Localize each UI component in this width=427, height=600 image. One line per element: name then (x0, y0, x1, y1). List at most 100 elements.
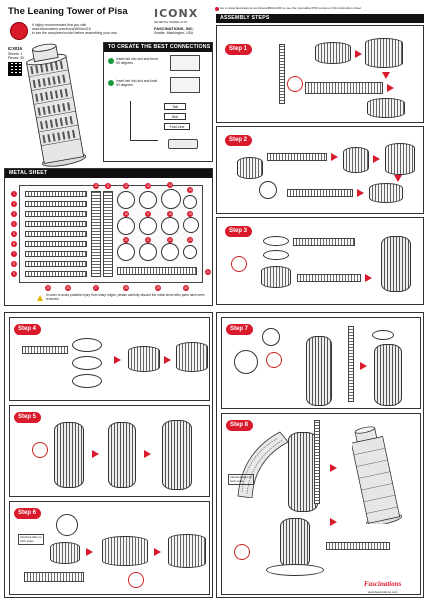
sheet-part (25, 251, 87, 257)
sheet-part (25, 271, 87, 277)
step3-tower (381, 236, 411, 292)
sheet-part (25, 211, 87, 217)
step6-detail (128, 572, 144, 588)
sheet-part (25, 201, 87, 207)
sheet-ring (161, 189, 181, 209)
part-number: 3 (11, 211, 17, 217)
step5-badge: Step 5 (14, 412, 41, 423)
step6-drum (168, 534, 206, 568)
step1-box: Step 1 (216, 25, 424, 123)
part-number: 23 (187, 237, 193, 243)
sheet-ring (183, 217, 199, 233)
sheet-ring (139, 217, 157, 235)
intro-line-3: to see the completed model before assemb… (32, 31, 118, 35)
step5-tower (108, 422, 136, 488)
brand-tagline: 3D METAL MODEL KITS (154, 20, 188, 24)
step1-arrow (355, 50, 362, 58)
part-number: 10 (93, 183, 99, 189)
step4-arrow (164, 356, 171, 364)
part-number: 20 (123, 237, 129, 243)
label-fold-line: Fold Line (164, 123, 190, 130)
step2-ring (259, 181, 277, 199)
info-icon (215, 7, 219, 11)
step1-arrow (382, 72, 390, 79)
company-name: FASCINATIONS, INC. (154, 26, 194, 31)
fascinations-seal-icon (10, 22, 28, 40)
bottom-right-panel: Step 7 Step 8 Interlock tabs on both sid… (216, 312, 424, 598)
sheet-part (25, 191, 87, 197)
step2-drum (385, 143, 415, 175)
step3-box: Step 3 (216, 217, 424, 305)
step3-strip (297, 274, 361, 282)
step7-box: Step 7 (221, 317, 421, 409)
pliers-icon (168, 139, 198, 149)
step6-drum (50, 542, 80, 564)
step1-arrow (387, 84, 394, 92)
step3-ring (263, 250, 289, 260)
step2-drum (237, 157, 263, 179)
step3-badge: Step 3 (225, 226, 252, 237)
intro-line-1: It highly recommended that you visit (32, 23, 87, 27)
step7-tower (306, 336, 332, 406)
step7-ring (234, 350, 258, 374)
step5-tower (54, 422, 84, 488)
step8-bottom-tower (280, 518, 310, 568)
part-number: 26 (65, 285, 71, 291)
step5-box: Step 5 (9, 405, 210, 497)
sheet-part (117, 267, 197, 275)
fascinations-logo: Fascinations (364, 580, 402, 588)
step8-box: Step 8 Interlock tabs on both sides (221, 413, 421, 595)
sheet-ring (183, 195, 197, 209)
step2-badge: Step 2 (225, 135, 252, 146)
part-number: 16 (123, 211, 129, 217)
step8-base-strip (326, 542, 390, 550)
step8-badge: Step 8 (226, 420, 253, 431)
part-number: 29 (155, 285, 161, 291)
part-number: 6 (11, 241, 17, 247)
part-number: 21 (145, 237, 151, 243)
step1-detail (287, 76, 303, 92)
step7-ring (372, 330, 394, 340)
step4-ring (72, 374, 102, 388)
part-number: 24 (205, 269, 211, 275)
sheet-ring (117, 191, 135, 209)
intro-link[interactable]: www.fascinations.com/icons360/icx016 (32, 27, 91, 31)
pdf-link[interactable]: Go to www.fascinations.com/icons360/icx0… (220, 6, 362, 10)
part-number: 7 (11, 251, 17, 257)
step2-arrow (331, 153, 338, 161)
check-icon (108, 58, 114, 64)
step7-strip (348, 326, 354, 402)
assembly-header: ASSEMBLY STEPS (216, 14, 424, 23)
sheet-part (91, 191, 101, 277)
iconx-logo: ICONX (154, 7, 199, 20)
step6-box: Step 6 Interlock tabs on both sides (9, 501, 210, 595)
model-code: ICX016 (8, 46, 22, 51)
part-number: 30 (183, 285, 189, 291)
qr-code-icon (8, 62, 22, 76)
step6-drum (102, 536, 148, 566)
step4-drum (128, 346, 160, 372)
warning-text: In order to avoid possible injury from s… (46, 293, 205, 301)
part-number: 9 (11, 271, 17, 277)
footer-url[interactable]: www.fascinations.com (368, 590, 398, 594)
part-number: 1 (11, 191, 17, 197)
part-number: 17 (145, 211, 151, 217)
step4-ring (72, 356, 102, 370)
sheet-ring (139, 243, 157, 261)
sheet-part (25, 231, 87, 237)
metal-sheet-panel: METAL SHEET 1 2 3 4 5 6 7 8 9 10 11 12 1… (4, 168, 213, 306)
part-number: 15 (187, 187, 193, 193)
step7-arrow (360, 362, 367, 370)
step1-drum (365, 38, 403, 68)
tower-illustration (26, 43, 87, 167)
step2-arrow (357, 189, 364, 197)
bend-tab-diagram (170, 55, 200, 71)
step4-badge: Step 4 (14, 324, 41, 335)
label-slot: Slot (164, 113, 186, 120)
metal-sheet-header: METAL SHEET (5, 169, 212, 178)
part-number: 27 (93, 285, 99, 291)
sheet-count: Sheets: 1 (8, 52, 23, 56)
step2-strip (267, 153, 327, 161)
step4-strip (22, 346, 68, 354)
sheet-ring (117, 217, 135, 235)
